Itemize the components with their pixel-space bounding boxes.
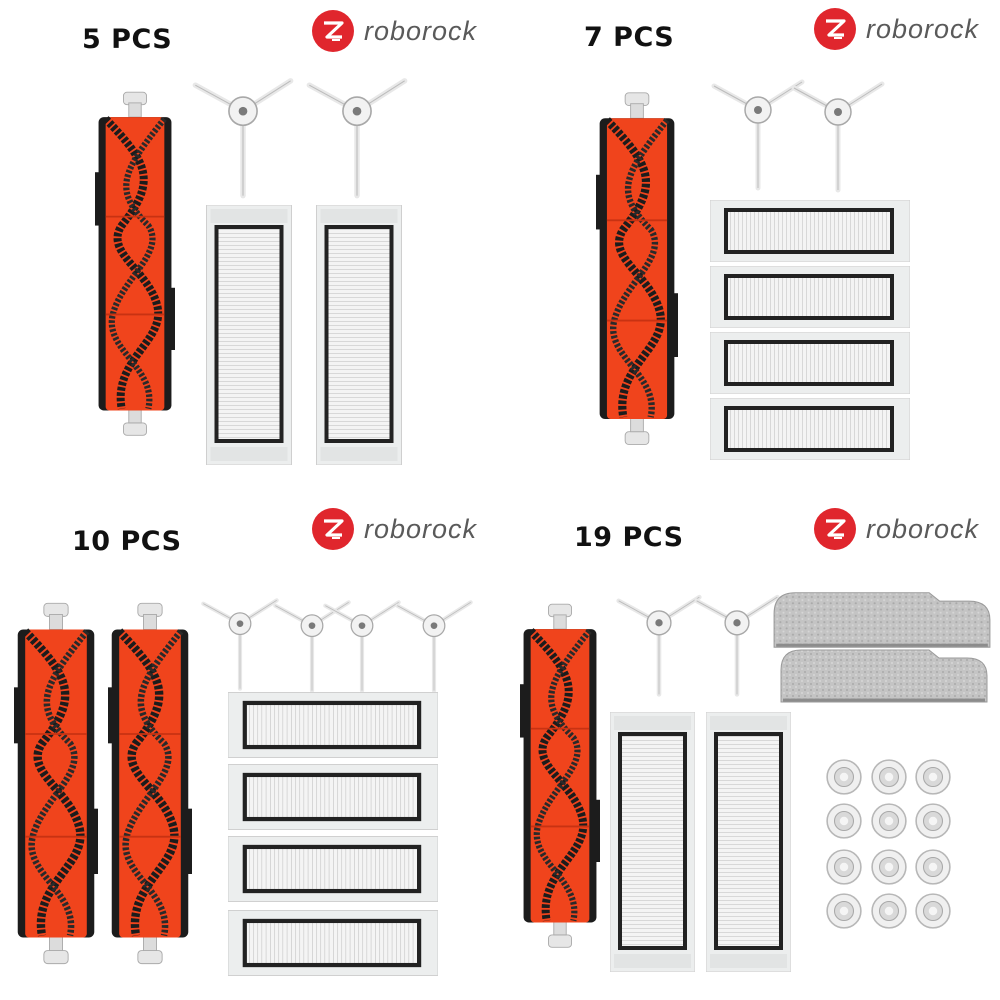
main-brush	[14, 590, 98, 990]
pack-count-label: 7 PCS	[584, 22, 675, 53]
water-tank-filter	[870, 802, 908, 840]
roborock-logo-text: roborock	[364, 15, 478, 46]
water-tank-filter	[870, 758, 908, 796]
roborock-logo-text: roborock	[364, 513, 478, 544]
main-brush	[596, 75, 678, 475]
side-brush	[178, 70, 308, 200]
main-brush	[520, 582, 600, 982]
side-brush	[292, 70, 422, 200]
hepa-filter	[706, 712, 791, 972]
roborock-logo-icon	[814, 8, 856, 50]
roborock-logo: roborock	[312, 10, 477, 52]
main-brush	[108, 590, 192, 990]
roborock-logo: roborock	[312, 508, 477, 550]
pack-count-label: 10 PCS	[72, 526, 182, 557]
hepa-filter	[204, 205, 294, 465]
hepa-filter	[710, 200, 910, 262]
water-tank-filter	[825, 758, 863, 796]
water-tank-filter	[914, 892, 952, 930]
hepa-filter	[710, 398, 910, 460]
panel-5-pcs: 5 PCS roborock	[0, 0, 500, 500]
main-brush	[95, 70, 175, 470]
water-tank-filter	[914, 848, 952, 886]
hepa-filter	[710, 332, 910, 394]
water-tank-filter	[870, 892, 908, 930]
water-tank-filter	[825, 892, 863, 930]
water-tank-filter	[825, 848, 863, 886]
hepa-filter	[314, 205, 404, 465]
side-brush	[384, 594, 484, 694]
panel-10-pcs: 10 PCS roborock	[0, 500, 500, 1000]
side-brush	[778, 74, 898, 194]
hepa-filter	[610, 712, 695, 972]
panel-19-pcs: 19 PCS roborock	[500, 500, 1000, 1000]
hepa-filter	[228, 692, 438, 758]
hepa-filter	[228, 910, 438, 976]
roborock-logo-icon	[312, 10, 354, 52]
roborock-logo-text: roborock	[866, 13, 980, 44]
roborock-logo-text: roborock	[866, 513, 980, 544]
roborock-logo: roborock	[814, 8, 979, 50]
water-tank-filter	[870, 848, 908, 886]
mop-pad	[774, 646, 994, 706]
hepa-filter	[228, 764, 438, 830]
water-tank-filter	[914, 802, 952, 840]
pack-count-label: 5 PCS	[82, 24, 173, 55]
roborock-logo-icon	[312, 508, 354, 550]
roborock-logo: roborock	[814, 508, 979, 550]
water-tank-filter	[914, 758, 952, 796]
roborock-logo-icon	[814, 508, 856, 550]
hepa-filter	[710, 266, 910, 328]
pack-count-label: 19 PCS	[574, 522, 684, 553]
hepa-filter	[228, 836, 438, 902]
panel-7-pcs: 7 PCS roborock	[500, 0, 1000, 500]
water-tank-filter	[825, 802, 863, 840]
